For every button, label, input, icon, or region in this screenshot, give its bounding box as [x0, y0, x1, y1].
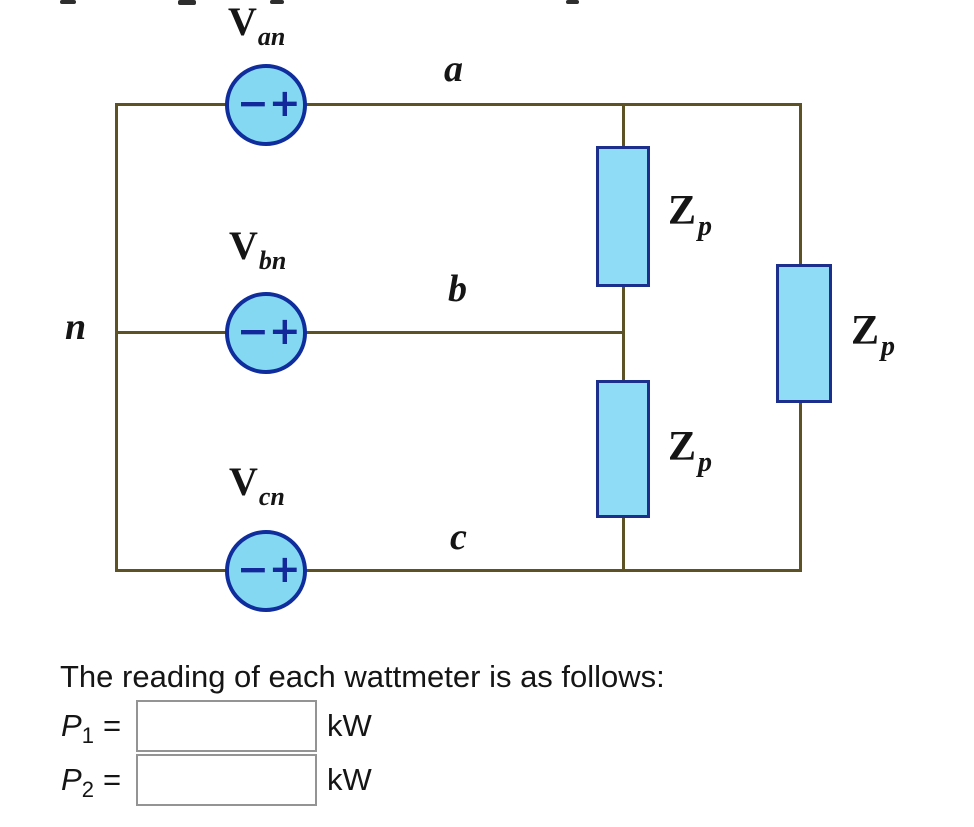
- p1-subscript: 1: [81, 723, 94, 748]
- label-zp-ab-base: Z: [668, 188, 697, 234]
- label-vbn-base: V: [229, 223, 258, 268]
- label-van-base: V: [228, 0, 257, 44]
- cropped-text-remnant: [178, 0, 196, 5]
- wire-phase-b: [115, 331, 625, 334]
- label-zp-ca-base: Z: [851, 308, 880, 354]
- wire-phase-c: [115, 569, 802, 572]
- voltage-source-vbn: − +: [225, 292, 307, 374]
- minus-sign-icon: −: [237, 547, 269, 591]
- p1-equals: =: [102, 708, 122, 743]
- three-phase-circuit-diagram: − + − + − + Van Vbn Vcn a b c n Zp Z: [65, 0, 895, 612]
- cropped-text-remnant: [566, 0, 579, 4]
- p2-subscript: 2: [81, 777, 94, 802]
- p2-letter: P: [61, 762, 82, 797]
- wire-phase-a: [115, 103, 802, 106]
- cropped-text-remnant: [60, 0, 76, 4]
- label-zp-ab-sub: p: [698, 211, 713, 242]
- label-node-b: b: [448, 268, 467, 310]
- impedance-zp-ab: [596, 146, 650, 287]
- p2-equals: =: [102, 762, 122, 797]
- label-node-a: a: [444, 48, 463, 90]
- label-zp-ca-sub: p: [881, 331, 896, 362]
- label-node-c: c: [450, 516, 467, 558]
- plus-sign-icon: +: [268, 547, 301, 591]
- label-zp-bc: Zp: [668, 424, 712, 477]
- wire-neutral-bus: [115, 103, 118, 572]
- voltage-source-van: − +: [225, 64, 307, 146]
- cropped-text-remnant: [270, 0, 284, 4]
- p1-unit: kW: [327, 708, 372, 743]
- p1-input[interactable]: [136, 700, 317, 752]
- label-zp-bc-base: Z: [668, 424, 697, 470]
- impedance-zp-ca: [776, 264, 832, 403]
- minus-sign-icon: −: [237, 309, 269, 353]
- wire-load-branch-mid: [622, 103, 625, 572]
- p2-unit: kW: [327, 762, 372, 797]
- minus-sign-icon: −: [237, 81, 269, 125]
- label-van: Van: [228, 0, 285, 50]
- label-vbn: Vbn: [229, 223, 286, 274]
- label-zp-bc-sub: p: [698, 447, 713, 478]
- label-vcn: Vcn: [229, 459, 285, 510]
- label-vcn-sub: cn: [258, 482, 285, 511]
- label-vcn-base: V: [229, 459, 258, 504]
- label-van-sub: an: [257, 22, 286, 51]
- p2-input[interactable]: [136, 754, 317, 806]
- voltage-source-vcn: − +: [225, 530, 307, 612]
- label-node-n: n: [65, 306, 87, 348]
- plus-sign-icon: +: [268, 81, 301, 125]
- impedance-zp-bc: [596, 380, 650, 518]
- question-prompt: The reading of each wattmeter is as foll…: [60, 659, 665, 694]
- plus-sign-icon: +: [268, 309, 301, 353]
- label-zp-ab: Zp: [668, 188, 712, 241]
- label-vbn-sub: bn: [258, 246, 287, 275]
- p1-letter: P: [61, 708, 82, 743]
- label-zp-ca: Zp: [851, 308, 895, 361]
